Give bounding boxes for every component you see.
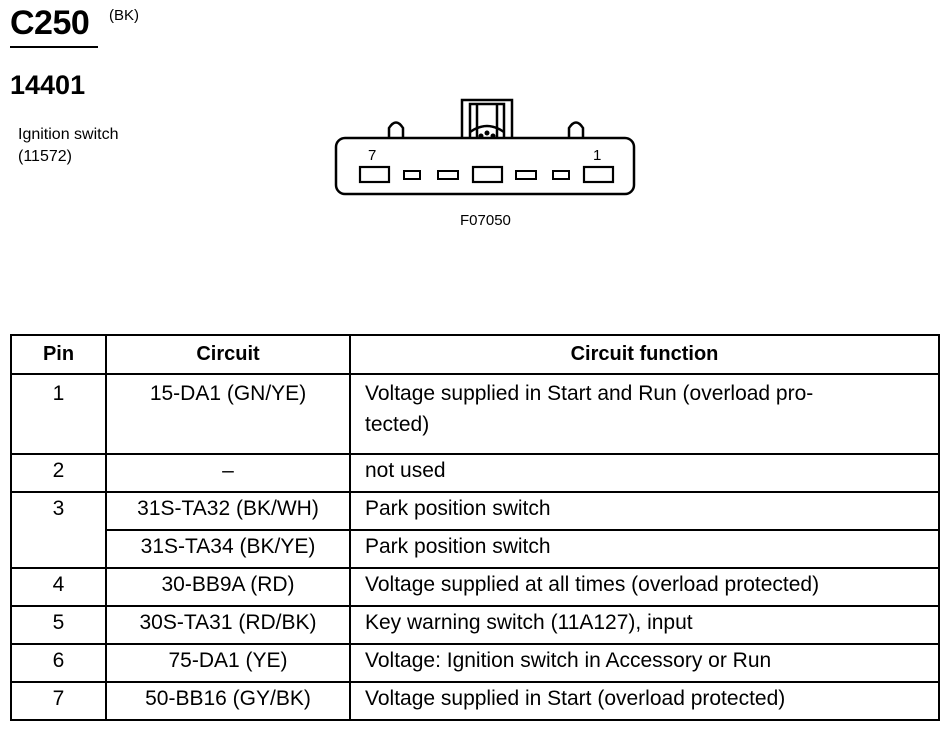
pin-cell: 4 [10, 567, 107, 607]
cavity-6 [403, 170, 421, 180]
table-header-row: Pin Circuit Circuit function [10, 334, 940, 375]
circuit-cell: 30S-TA31 (RD/BK) [105, 605, 351, 645]
pin-cell: 6 [10, 643, 107, 683]
function-cell: Voltage: Ignition switch in Accessory or… [349, 643, 940, 683]
header-circuit-function: Circuit function [349, 334, 940, 375]
center-lock [460, 98, 514, 138]
figure-code: F07050 [460, 212, 511, 229]
component-name: Ignition switch [18, 126, 119, 143]
connector-id: C250 [10, 4, 90, 42]
table-row: 2 – not used [10, 453, 940, 493]
header-circuit: Circuit [105, 334, 351, 375]
cavity-1 [582, 165, 615, 184]
pin-cell: 1 [10, 373, 107, 455]
left-latch [387, 121, 405, 138]
table-row: 4 30-BB9A (RD) Voltage supplied at all t… [10, 567, 940, 607]
function-line: Voltage supplied in Start and Run (overl… [365, 382, 814, 405]
function-line: tected) [365, 413, 430, 436]
cavity-2 [552, 170, 570, 180]
circuit-cell: 75-DA1 (YE) [105, 643, 351, 683]
title-underline [10, 46, 98, 48]
function-cell: Voltage supplied at all times (overload … [349, 567, 940, 607]
cavity-5 [437, 170, 459, 180]
pin-cell: 3 [10, 491, 107, 569]
component-number: (11572) [18, 148, 72, 165]
table-row: 7 50-BB16 (GY/BK) Voltage supplied in St… [10, 681, 940, 721]
pin-cell: 7 [10, 681, 107, 721]
connector-diagram: 7 1 [334, 98, 636, 196]
pin-cell: 5 [10, 605, 107, 645]
table-row: 3 31S-TA32 (BK/WH) Park position switch [10, 491, 940, 569]
circuit-cell: 15-DA1 (GN/YE) [105, 373, 351, 455]
table-row: 5 30S-TA31 (RD/BK) Key warning switch (1… [10, 605, 940, 645]
right-latch [567, 121, 585, 138]
part-number: 14401 [10, 70, 86, 100]
circuit-cell: 31S-TA32 (BK/WH) [105, 491, 351, 531]
table-row: 6 75-DA1 (YE) Voltage: Ignition switch i… [10, 643, 940, 683]
circuit-cell: 30-BB9A (RD) [105, 567, 351, 607]
pinout-table: Pin Circuit Circuit function 1 15-DA1 (G… [10, 334, 940, 721]
component-label: Ignition switch (11572) [18, 124, 119, 168]
function-cell: Voltage supplied in Start (overload prot… [349, 681, 940, 721]
connector-color: (BK) [109, 7, 139, 24]
function-cell: Voltage supplied in Start and Run (overl… [349, 373, 940, 455]
table-row: 1 15-DA1 (GN/YE) Voltage supplied in Sta… [10, 373, 940, 455]
pin-label-right: 1 [593, 147, 601, 164]
circuit-cell: 31S-TA34 (BK/YE) [105, 529, 351, 569]
function-cell: Park position switch [349, 529, 940, 569]
circuit-cell: 50-BB16 (GY/BK) [105, 681, 351, 721]
function-cell: not used [349, 453, 940, 493]
connector-housing [334, 136, 636, 196]
pin-cell: 2 [10, 453, 107, 493]
cavity-4 [471, 165, 504, 184]
function-cell: Park position switch [349, 491, 940, 531]
table-row: 31S-TA34 (BK/YE) Park position switch [11, 529, 940, 569]
pin-label-left: 7 [368, 147, 376, 164]
cavity-7 [358, 165, 391, 184]
function-cell: Key warning switch (11A127), input [349, 605, 940, 645]
cavity-3 [515, 170, 537, 180]
header-pin: Pin [10, 334, 107, 375]
circuit-cell: – [105, 453, 351, 493]
